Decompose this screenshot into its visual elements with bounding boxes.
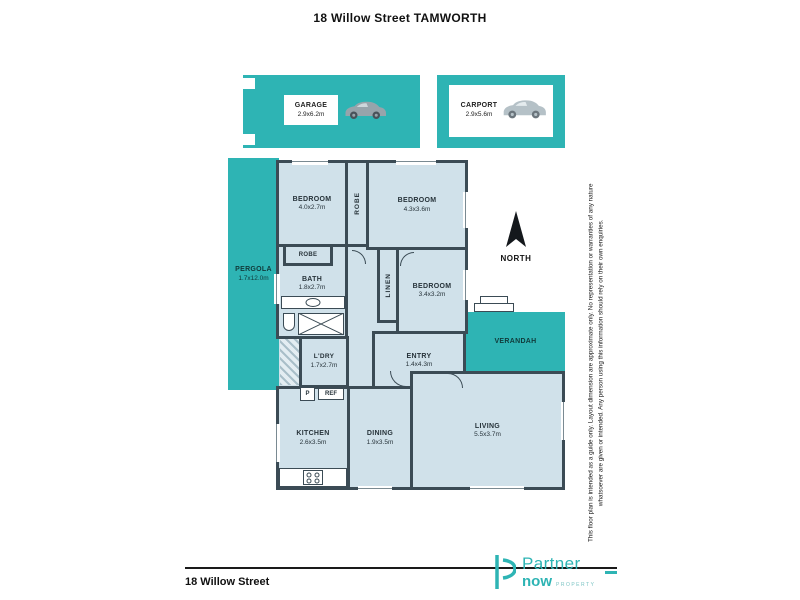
pantry-box: P (300, 387, 315, 401)
carport-label: CARPORT 2.9x5.6m (452, 95, 506, 125)
carport-name: CARPORT (460, 102, 498, 110)
toilet (283, 313, 295, 331)
bath-name: BATH (301, 276, 323, 283)
north-compass: NORTH (496, 210, 536, 263)
room-dining: DINING 1.9x3.5m (347, 386, 413, 490)
room-robe-2: ROBE (283, 244, 333, 266)
north-label: NORTH (500, 254, 532, 263)
logo-line2: now (522, 573, 552, 590)
disclaimer-text: This floor plan is intended as a guide o… (587, 183, 604, 543)
window (463, 270, 469, 300)
room-living: LIVING 5.5x3.7m (410, 371, 565, 490)
fridge-label: REF (325, 391, 337, 397)
footer-divider (185, 567, 617, 569)
laundry-dims: 1.7x2.7m (310, 362, 338, 370)
kitchen-name: KITCHEN (296, 430, 330, 438)
logo-line1: Partner (522, 554, 581, 573)
pergola-dims: 1.7x12.0m (238, 274, 269, 282)
linen-name: LINEN (384, 272, 392, 298)
living-name: LIVING (474, 422, 501, 430)
bedroom3-name: BEDROOM (412, 282, 452, 290)
pergola-area: PERGOLA 1.7x12.0m (228, 158, 279, 390)
entry-name: ENTRY (406, 352, 432, 360)
window (470, 486, 524, 492)
bathtub (298, 313, 344, 335)
logo-dash (605, 570, 618, 574)
steps (474, 303, 514, 312)
laundry-name: L'DRY (313, 353, 335, 361)
stove-icon (303, 470, 323, 485)
room-laundry: L'DRY 1.7x2.7m (299, 336, 349, 388)
room-bedroom-2: BEDROOM 4.3x3.6m (366, 160, 468, 250)
garage-wall-opening (243, 134, 255, 145)
garage-area: GARAGE 2.9x6.2m (243, 75, 420, 148)
verandah-area: VERANDAH (466, 312, 565, 372)
bath-dims: 1.8x2.7m (298, 284, 326, 292)
garage-name: GARAGE (294, 102, 328, 110)
window (358, 486, 392, 492)
robe2-name: ROBE (298, 251, 318, 258)
dining-name: DINING (366, 430, 394, 438)
window (463, 192, 469, 228)
window (396, 159, 436, 165)
window (274, 424, 280, 462)
carport-area: CARPORT 2.9x5.6m (437, 75, 565, 148)
dining-dims: 1.9x3.5m (366, 438, 394, 446)
agency-logo: Partner now PROPERTY (494, 552, 618, 592)
living-dims: 5.5x3.7m (474, 431, 501, 438)
window (561, 402, 567, 440)
bedroom2-name: BEDROOM (397, 197, 437, 205)
window (274, 274, 280, 304)
logo-p-icon (495, 555, 516, 589)
laundry-deck-hatch (280, 339, 299, 385)
pergola-name: PERGOLA (235, 266, 272, 274)
vanity (281, 296, 345, 309)
north-arrow-icon (506, 211, 526, 247)
garage-label: GARAGE 2.9x6.2m (284, 95, 338, 125)
bedroom1-dims: 4.0x2.7m (298, 204, 326, 211)
window (292, 159, 328, 165)
kitchen-dims: 2.6x3.5m (299, 438, 327, 446)
fridge-box: REF (318, 388, 344, 400)
verandah-name: VERANDAH (494, 338, 537, 346)
carport-dims: 2.9x5.6m (465, 110, 493, 118)
robe1-name: ROBE (353, 192, 361, 215)
logo-tagline: PROPERTY (556, 582, 596, 588)
car-icon (503, 100, 546, 119)
pantry-label: P (305, 391, 310, 397)
footer-address: 18 Willow Street (185, 576, 270, 588)
entry-dims: 1.4x4.3m (405, 361, 433, 368)
bedroom2-dims: 4.3x3.6m (403, 205, 431, 213)
room-bedroom-1: BEDROOM 4.0x2.7m (276, 160, 348, 247)
page-title: 18 Willow Street TAMWORTH (313, 11, 487, 25)
logo-text: Partner now PROPERTY (522, 555, 595, 589)
car-icon (345, 101, 386, 119)
garage-dims: 2.9x6.2m (297, 110, 325, 118)
door-arc (400, 252, 414, 266)
garage-wall-opening (243, 78, 255, 89)
bedroom1-name: BEDROOM (292, 195, 332, 203)
bedroom3-dims: 3.4x3.2m (418, 291, 446, 298)
